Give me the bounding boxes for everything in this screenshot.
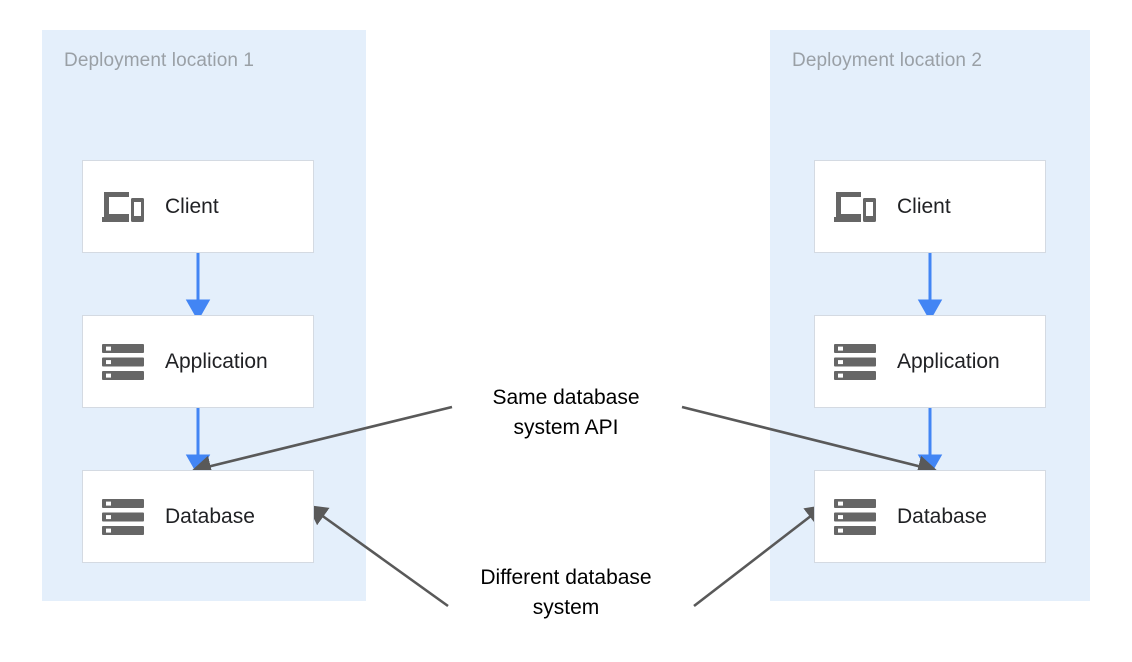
devices-icon [101, 185, 145, 229]
annotation-different-line-1: Different database [480, 566, 652, 589]
annotation-different-database-system: Different database system [466, 563, 666, 623]
panel-title-deployment-location-2: Deployment location 2 [792, 50, 983, 71]
node-box-database-1[interactable]: Database [82, 470, 314, 563]
node-label-database-2: Database [897, 504, 987, 528]
panel-title-deployment-location-1: Deployment location 1 [64, 50, 255, 71]
server-icon [101, 495, 145, 539]
annotation-api-line-2: system API [513, 416, 619, 439]
node-label-client-1: Client [165, 194, 219, 218]
node-box-database-2[interactable]: Database [814, 470, 1046, 563]
node-box-application-2[interactable]: Application [814, 315, 1046, 408]
devices-icon [833, 185, 877, 229]
annotation-api-line-1: Same database [492, 386, 640, 409]
server-icon [833, 340, 877, 384]
node-label-client-2: Client [897, 194, 951, 218]
node-label-application-2: Application [897, 349, 1000, 373]
node-box-client-1[interactable]: Client [82, 160, 314, 253]
annotation-same-database-system-api: Same database system API [466, 383, 666, 443]
node-box-application-1[interactable]: Application [82, 315, 314, 408]
node-box-client-2[interactable]: Client [814, 160, 1046, 253]
node-label-application-1: Application [165, 349, 268, 373]
annotation-different-line-2: system [532, 596, 600, 619]
node-label-database-1: Database [165, 504, 255, 528]
server-icon [101, 340, 145, 384]
server-icon [833, 495, 877, 539]
